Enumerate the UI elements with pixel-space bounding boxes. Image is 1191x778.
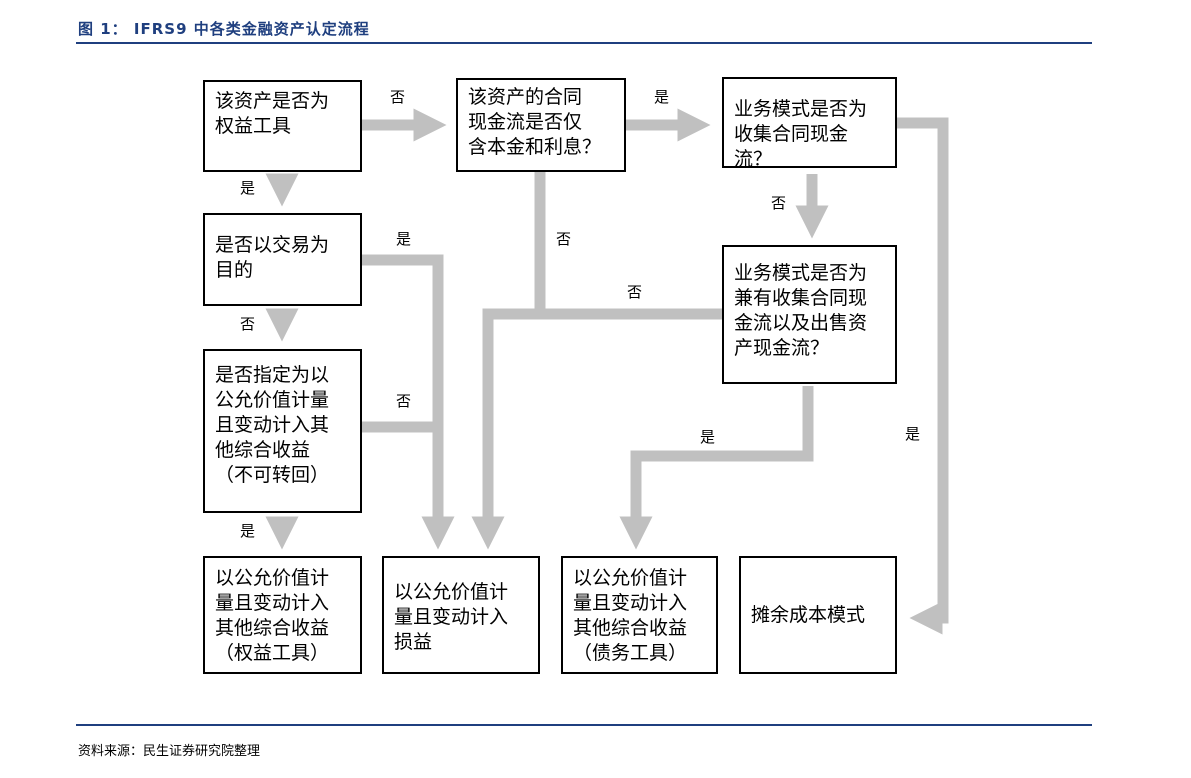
label-model-collect-no: 否 bbox=[771, 194, 787, 212]
label-cashflow-no: 否 bbox=[556, 230, 572, 248]
label-model-both-no: 否 bbox=[627, 283, 643, 301]
arrow-trading-yes bbox=[362, 254, 455, 550]
outcome-amortized-cost: 摊余成本模式 bbox=[739, 556, 897, 674]
node-designate-question: 是否指定为以 公允价值计量 且变动计入其 他综合收益 （不可转回） bbox=[203, 349, 362, 513]
bottom-rule bbox=[76, 724, 1092, 726]
figure-title: 图 1： IFRS9 中各类金融资产认定流程 bbox=[78, 20, 370, 38]
label-equity-yes: 是 bbox=[240, 179, 256, 197]
outcome-fvtpl: 以公允价值计 量且变动计入 损益 bbox=[382, 556, 540, 674]
outcome-fvoci-equity: 以公允价值计 量且变动计入 其他综合收益 （权益工具） bbox=[203, 556, 362, 674]
label-trading-yes: 是 bbox=[396, 230, 412, 248]
outcome-fvoci-debt: 以公允价值计 量且变动计入 其他综合收益 （债务工具） bbox=[561, 556, 718, 674]
node-model-both-question: 业务模式是否为 兼有收集合同现 金流以及出售资 产现金流？ bbox=[722, 245, 897, 384]
label-designate-yes: 是 bbox=[240, 522, 256, 540]
source-note: 资料来源：民生证券研究院整理 bbox=[78, 744, 261, 759]
arrow-model-both-yes bbox=[619, 386, 814, 550]
label-cashflow-yes: 是 bbox=[654, 88, 670, 106]
arrow-model-collect-yes bbox=[897, 117, 949, 635]
label-model-collect-yes: 是 bbox=[905, 425, 921, 443]
top-rule bbox=[76, 42, 1092, 44]
node-model-collect-question: 业务模式是否为 收集合同现金流？ bbox=[722, 77, 897, 170]
arrow-model-both-no bbox=[471, 308, 722, 550]
label-designate-no: 否 bbox=[396, 392, 412, 410]
node-cashflow-question: 该资产的合同 现金流是否仅 含本金和利息？ bbox=[456, 78, 626, 172]
label-equity-no: 否 bbox=[390, 88, 406, 106]
node-equity-question: 该资产是否为 权益工具 bbox=[203, 80, 362, 172]
node-trading-question: 是否以交易为 目的 bbox=[203, 213, 362, 306]
label-model-both-yes: 是 bbox=[700, 428, 716, 446]
label-trading-no: 否 bbox=[240, 315, 256, 333]
